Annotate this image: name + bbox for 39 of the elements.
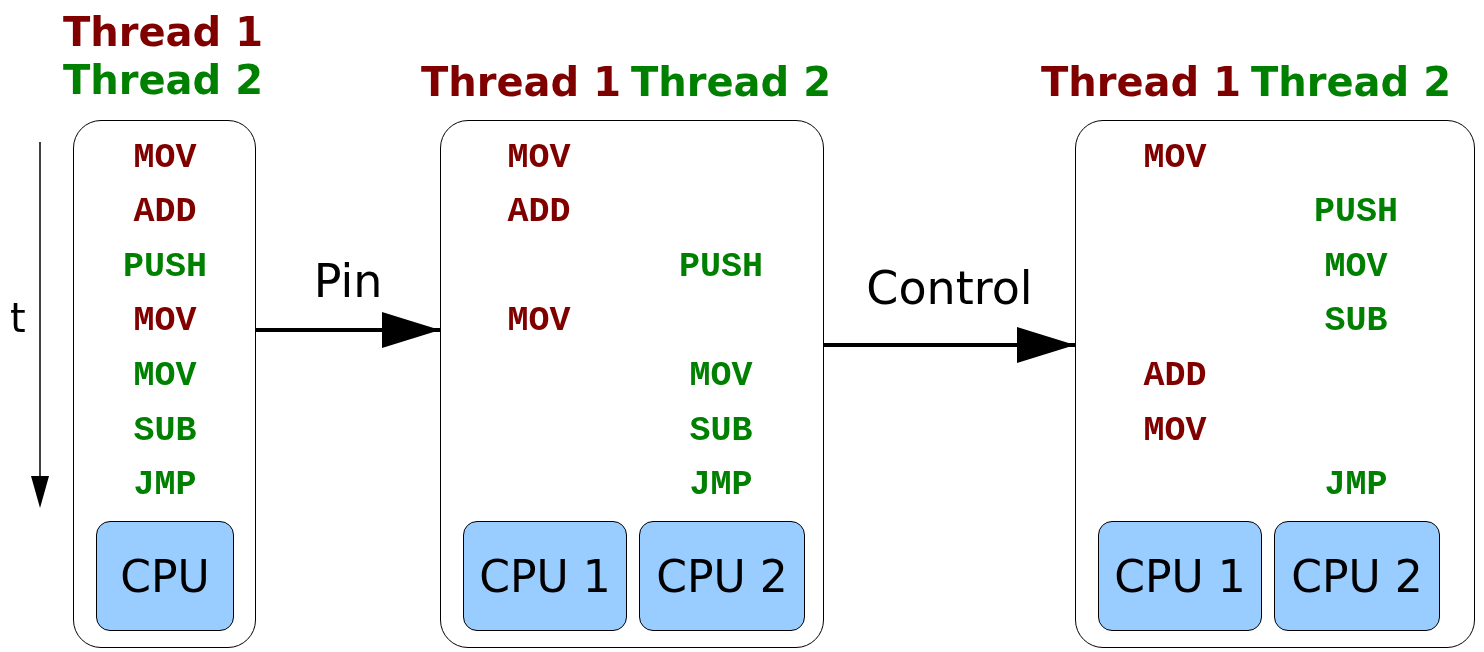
thread-heading: Thread 1 bbox=[421, 59, 621, 105]
instruction-text: SUB bbox=[688, 411, 754, 451]
thread-heading: Thread 1 bbox=[1041, 59, 1241, 105]
instruction-text: MOV bbox=[1323, 247, 1389, 287]
thread-heading: Thread 2 bbox=[631, 59, 831, 105]
instruction-text: MOV bbox=[132, 301, 198, 341]
instruction-text: PUSH bbox=[1313, 192, 1399, 232]
instruction-text: ADD bbox=[1142, 356, 1208, 396]
instruction-text: JMP bbox=[1323, 465, 1389, 505]
instruction-text: JMP bbox=[132, 465, 198, 505]
cpu-box bbox=[639, 521, 805, 631]
thread-heading: Thread 2 bbox=[1251, 59, 1451, 105]
cpu-box bbox=[463, 521, 627, 631]
arrow bbox=[256, 312, 440, 348]
instruction-text: SUB bbox=[132, 411, 198, 451]
instruction-text: MOV bbox=[132, 138, 198, 178]
cpu-label: CPU 2 bbox=[1291, 550, 1423, 602]
cpu-box bbox=[1274, 521, 1440, 631]
cpu-box bbox=[1098, 521, 1262, 631]
cpu-label: CPU 2 bbox=[656, 550, 788, 602]
cpu-label: CPU 1 bbox=[479, 550, 611, 602]
instruction-text: JMP bbox=[688, 465, 754, 505]
instruction-text: PUSH bbox=[122, 247, 208, 287]
instruction-text: ADD bbox=[132, 192, 198, 232]
instruction-text: MOV bbox=[1142, 411, 1208, 451]
cpu-label: CPU 1 bbox=[1114, 550, 1246, 602]
instruction-text: MOV bbox=[688, 356, 754, 396]
thread-heading: Thread 2 bbox=[63, 57, 263, 103]
instruction-text: ADD bbox=[506, 192, 572, 232]
instruction-text: PUSH bbox=[678, 247, 764, 287]
instruction-text: MOV bbox=[1142, 138, 1208, 178]
cpu-box bbox=[96, 521, 234, 631]
instruction-text: SUB bbox=[1323, 301, 1389, 341]
instruction-text: MOV bbox=[132, 356, 198, 396]
thread-heading: Thread 1 bbox=[63, 9, 263, 55]
arrow bbox=[824, 327, 1075, 363]
cpu-label: CPU bbox=[120, 550, 210, 602]
instruction-text: MOV bbox=[506, 138, 572, 178]
instruction-text: MOV bbox=[506, 301, 572, 341]
